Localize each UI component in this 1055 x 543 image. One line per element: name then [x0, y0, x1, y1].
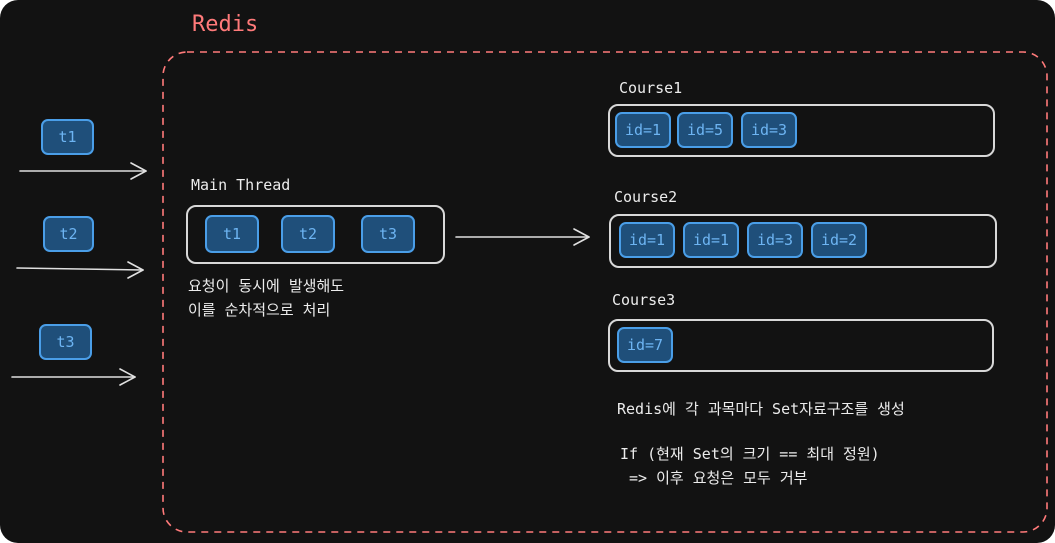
main-thread-box — [186, 205, 445, 264]
course2-id-1: id=1 — [619, 222, 675, 258]
main-thread-t1: t1 — [205, 215, 259, 253]
main-thread-note: 요청이 동시에 발생해도 이를 순차적으로 처리 — [188, 274, 344, 322]
course2-id-3: id=3 — [747, 222, 803, 258]
arrow-t3 — [11, 368, 136, 386]
arrow-t2 — [16, 261, 144, 279]
course2-id-4: id=2 — [811, 222, 867, 258]
course1-label: Course1 — [619, 79, 683, 97]
capacity-condition: If (현재 Set의 크기 == 최대 정원) => 이후 요청은 모두 거부 — [620, 442, 880, 490]
redis-boundary — [162, 51, 1048, 533]
capacity-condition-line-2: => 이후 요청은 모두 거부 — [620, 469, 808, 487]
main-thread-t3: t3 — [361, 215, 415, 253]
course3-set-box — [608, 319, 994, 372]
capacity-condition-line-1: If (현재 Set의 크기 == 최대 정원) — [620, 445, 880, 463]
incoming-t3: t3 — [39, 324, 92, 360]
course2-set-box — [609, 214, 997, 268]
course1-id-1: id=1 — [615, 112, 671, 148]
course3-label: Course3 — [612, 291, 676, 309]
main-thread-t2: t2 — [281, 215, 335, 253]
course1-id-3: id=3 — [741, 112, 797, 148]
set-description: Redis에 각 과목마다 Set자료구조를 생성 — [617, 400, 905, 418]
incoming-t2: t2 — [43, 216, 94, 252]
course2-id-2: id=1 — [683, 222, 739, 258]
redis-title: Redis — [192, 12, 259, 37]
arrow-t1 — [19, 162, 147, 180]
arrow-main-to-courses — [455, 228, 590, 246]
main-thread-label: Main Thread — [191, 176, 291, 194]
course3-id-1: id=7 — [617, 327, 673, 363]
main-thread-note-line-1: 요청이 동시에 발생해도 — [188, 277, 345, 295]
main-thread-note-line-2: 이를 순차적으로 처리 — [188, 301, 331, 319]
course1-set-box — [608, 104, 995, 157]
incoming-t1: t1 — [41, 119, 94, 155]
course2-label: Course2 — [614, 188, 678, 206]
course1-id-2: id=5 — [677, 112, 733, 148]
